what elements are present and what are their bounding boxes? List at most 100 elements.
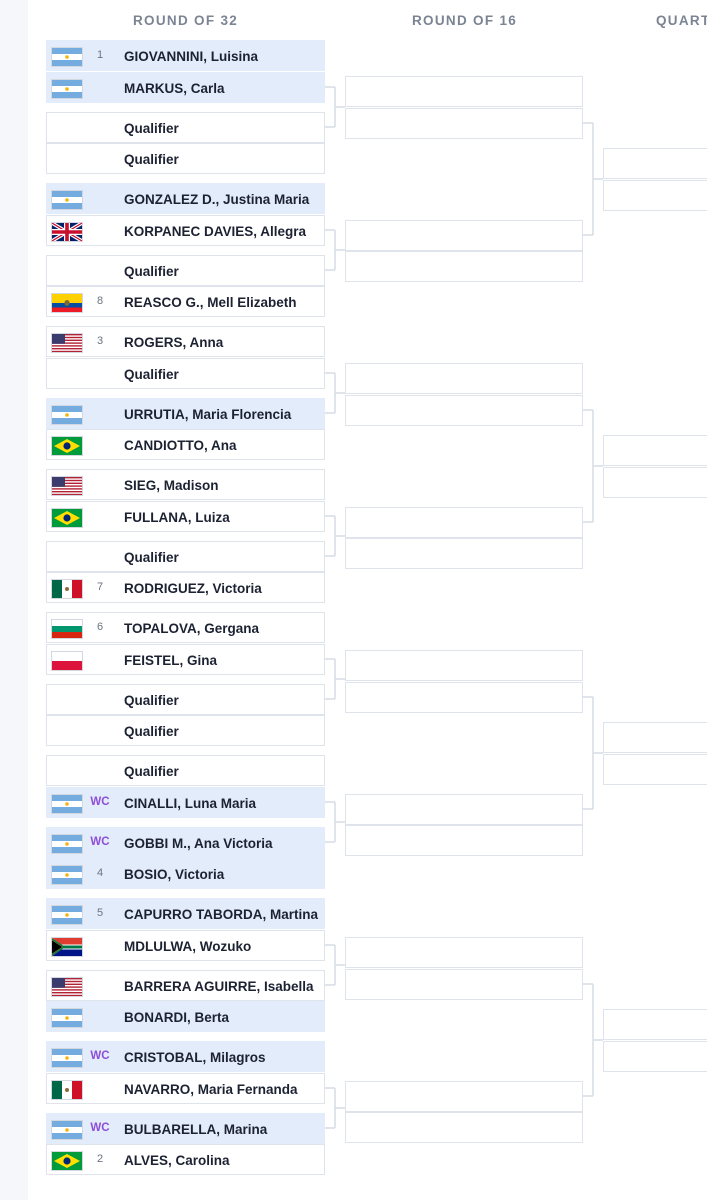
player-row[interactable]: NAVARRO, Maria Fernanda	[46, 1072, 325, 1104]
round-of-16-slot[interactable]	[345, 650, 583, 681]
player-row[interactable]: GONZALEZ D., Justina Maria	[46, 183, 325, 214]
player-name: GIOVANNINI, Luisina	[124, 49, 259, 64]
player-row[interactable]: URRUTIA, Maria Florencia	[46, 397, 325, 429]
player-name: ALVES, Carolina	[124, 1153, 230, 1168]
flag-bulgaria-icon	[51, 619, 83, 639]
player-row[interactable]: MDLULWA, Wozuko	[46, 929, 325, 961]
round-of-16-slot[interactable]	[345, 1112, 583, 1143]
flag-argentina-icon	[51, 47, 83, 67]
player-name: Qualifier	[124, 764, 179, 779]
flag-mexico-icon	[51, 1079, 83, 1100]
player-row[interactable]: BONARDI, Berta	[46, 1001, 325, 1032]
seed-number: 7	[96, 581, 104, 593]
round-of-16-slot[interactable]	[345, 793, 583, 825]
wildcard-label: WC	[90, 835, 110, 848]
quarterfinal-slot[interactable]	[603, 722, 707, 753]
player-row[interactable]: MARKUS, Carla	[46, 71, 325, 103]
player-name: KORPANEC DAVIES, Allegra	[124, 223, 307, 239]
quarterfinal-slot[interactable]	[603, 753, 707, 785]
flag-ecuador-icon	[51, 293, 83, 313]
quarterfinal-slot[interactable]	[603, 179, 707, 211]
round-of-16-slot[interactable]	[345, 1080, 583, 1112]
quarterfinal-slot[interactable]	[603, 148, 707, 179]
player-name: Qualifier	[124, 120, 179, 136]
player-row[interactable]: Qualifier	[46, 254, 325, 286]
player-row[interactable]: FEISTEL, Gina	[46, 643, 325, 675]
round-of-16-slot[interactable]	[345, 76, 583, 107]
round-of-16-slot[interactable]	[345, 538, 583, 569]
player-name: CAPURRO TABORDA, Martina	[124, 907, 319, 922]
flag-mexico-icon	[51, 579, 83, 599]
player-row[interactable]: CANDIOTTO, Ana	[46, 429, 325, 460]
seed-number: 4	[96, 867, 104, 879]
flag-argentina-icon	[51, 190, 83, 210]
flag-poland-icon	[51, 650, 83, 671]
player-name: GONZALEZ D., Justina Maria	[124, 192, 310, 207]
player-row[interactable]: 7 RODRIGUEZ, Victoria	[46, 572, 325, 603]
player-row[interactable]: 6 TOPALOVA, Gergana	[46, 612, 325, 643]
player-name: TOPALOVA, Gergana	[124, 621, 260, 636]
round-of-16-slot[interactable]	[345, 363, 583, 394]
flag-great-britain-icon	[51, 221, 83, 242]
round-of-16-slot[interactable]	[345, 107, 583, 139]
player-name: CINALLI, Luna Maria	[124, 795, 257, 811]
player-row[interactable]: Qualifier	[46, 715, 325, 746]
quarterfinal-slot[interactable]	[603, 1009, 707, 1040]
flag-argentina-icon	[51, 793, 83, 814]
player-name: CRISTOBAL, Milagros	[124, 1050, 266, 1065]
quarterfinal-slot[interactable]	[603, 1040, 707, 1072]
player-name: Qualifier	[124, 366, 179, 382]
round-of-16-header: ROUND OF 16	[412, 13, 518, 28]
flag-brazil-icon	[51, 1151, 83, 1171]
round-of-32-header: ROUND OF 32	[133, 13, 239, 28]
round-of-16-slot[interactable]	[345, 506, 583, 538]
player-row[interactable]: FULLANA, Luiza	[46, 500, 325, 532]
round-of-16-slot[interactable]	[345, 251, 583, 282]
player-name: Qualifier	[124, 692, 179, 708]
player-row[interactable]: WC CINALLI, Luna Maria	[46, 786, 325, 818]
player-name: CANDIOTTO, Ana	[124, 438, 237, 453]
round-of-16-slot[interactable]	[345, 394, 583, 426]
player-row[interactable]: Qualifier	[46, 143, 325, 174]
seed-number: 2	[96, 1153, 104, 1165]
player-name: MARKUS, Carla	[124, 80, 225, 96]
player-name: Qualifier	[124, 549, 179, 565]
player-row[interactable]: Qualifier	[46, 683, 325, 715]
wildcard-label: WC	[90, 1121, 110, 1134]
player-name: BARRERA AGUIRRE, Isabella	[124, 978, 314, 994]
flag-usa-icon	[51, 476, 83, 496]
wildcard-label: WC	[90, 795, 110, 808]
seed-number: 6	[96, 621, 104, 633]
quarterfinal-slot[interactable]	[603, 466, 707, 498]
round-of-16-slot[interactable]	[345, 219, 583, 251]
player-row[interactable]: Qualifier	[46, 755, 325, 786]
seed-number: 8	[96, 295, 104, 307]
player-row[interactable]: 2 ALVES, Carolina	[46, 1144, 325, 1175]
player-row[interactable]: Qualifier	[46, 357, 325, 389]
round-of-16-slot[interactable]	[345, 968, 583, 1000]
round-of-16-slot[interactable]	[345, 825, 583, 856]
player-name: RODRIGUEZ, Victoria	[124, 581, 262, 596]
player-row[interactable]: SIEG, Madison	[46, 469, 325, 500]
flag-usa-icon	[51, 976, 83, 997]
player-row[interactable]: Qualifier	[46, 540, 325, 572]
player-row[interactable]: KORPANEC DAVIES, Allegra	[46, 214, 325, 246]
round-of-16-slot[interactable]	[345, 681, 583, 713]
player-row[interactable]: BARRERA AGUIRRE, Isabella	[46, 969, 325, 1001]
round-of-16-slot[interactable]	[345, 937, 583, 968]
player-name: ROGERS, Anna	[124, 335, 224, 350]
flag-argentina-icon	[51, 905, 83, 925]
quarterfinal-slot[interactable]	[603, 435, 707, 466]
player-name: Qualifier	[124, 152, 179, 167]
flag-argentina-icon	[51, 1048, 83, 1068]
player-row[interactable]: Qualifier	[46, 111, 325, 143]
